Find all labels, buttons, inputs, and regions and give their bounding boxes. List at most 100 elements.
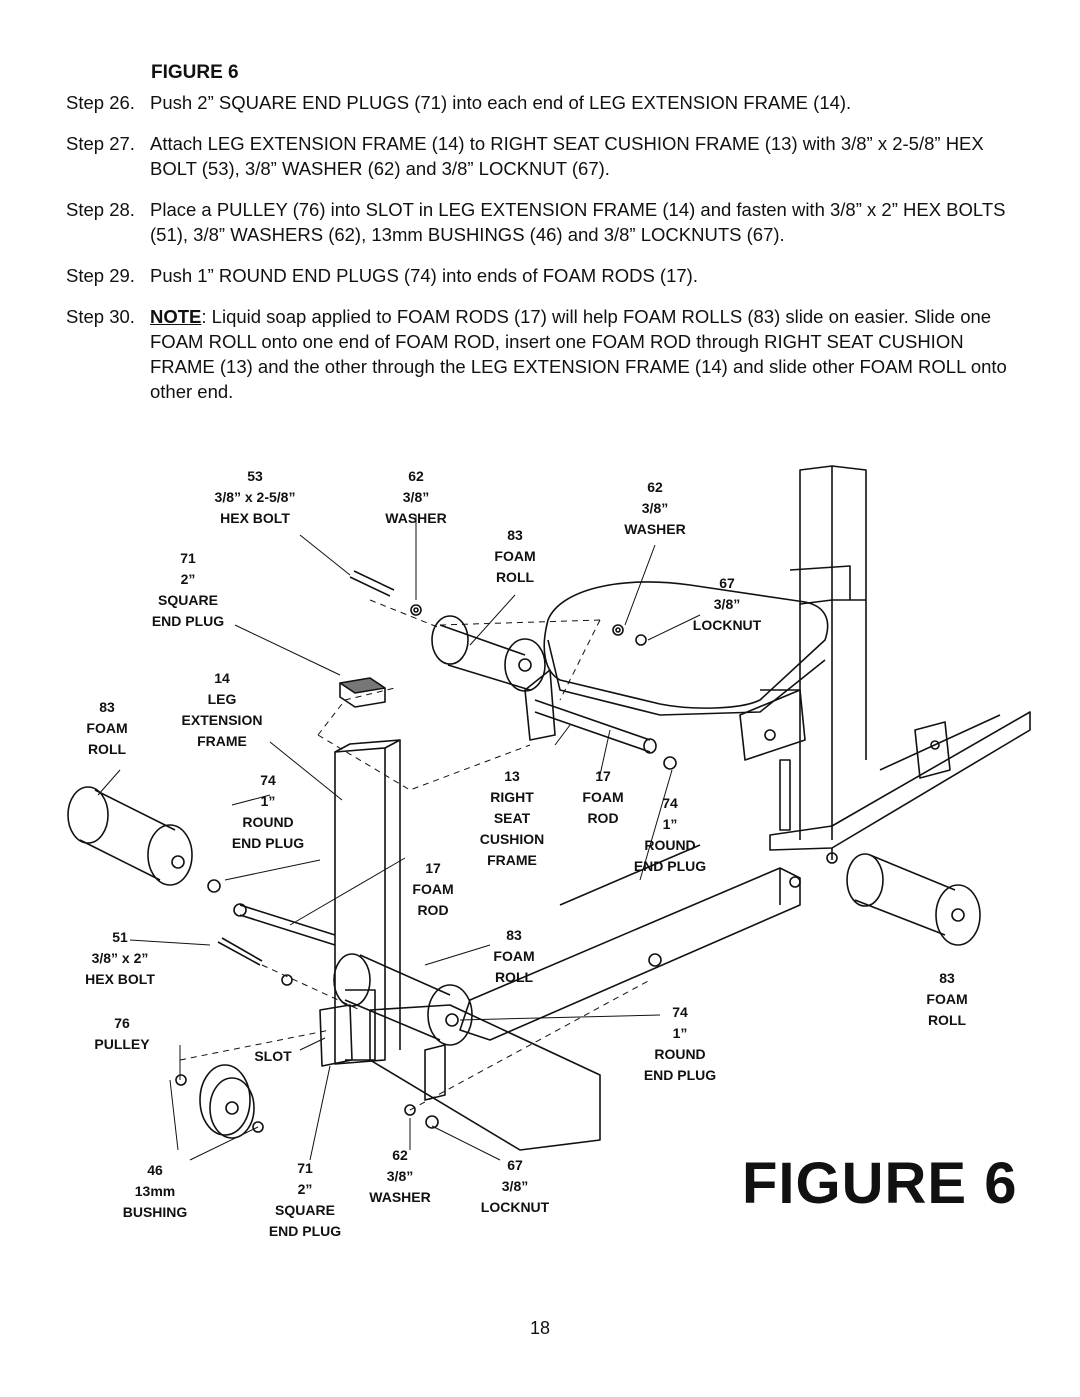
callout-line: FOAM (412, 881, 453, 897)
foam-roll-left (67, 786, 193, 886)
callout-line: END PLUG (232, 835, 304, 851)
callout-line: 17 (425, 860, 441, 876)
assembly-diagram: 533/8” x 2-5/8”HEX BOLT623/8”WASHER623/8… (67, 465, 1031, 1239)
callout-line: ROD (417, 902, 448, 918)
foam-roll-right (846, 853, 981, 946)
step-text: NOTE: Liquid soap applied to FOAM RODS (… (150, 304, 1026, 404)
step-number: Step 29. (66, 265, 135, 286)
callout-line: 2” (298, 1181, 313, 1197)
base-frame (459, 714, 1001, 1041)
callout-line: EXTENSION (182, 712, 263, 728)
callout-line: WASHER (624, 521, 685, 537)
callout-line: FOAM (926, 991, 967, 1007)
foam-roll-top (431, 615, 546, 692)
callout-line: 3/8” (714, 596, 740, 612)
callout-line: 14 (214, 670, 230, 686)
callout-line: 3/8” (387, 1168, 413, 1184)
callout-line: SQUARE (158, 592, 218, 608)
callout-line: 3/8” x 2” (92, 950, 149, 966)
callout-line: 51 (112, 929, 128, 945)
callout-line: FOAM (494, 548, 535, 564)
callout-line: FRAME (197, 733, 247, 749)
callout-line: PULLEY (94, 1036, 150, 1052)
foam-roll-mid (333, 953, 473, 1046)
callout-line: 3/8” (403, 489, 429, 505)
callout-line: END PLUG (152, 613, 224, 629)
step-number: Step 26. (66, 92, 135, 113)
callout-line: 74 (672, 1004, 688, 1020)
callout-line: 83 (939, 970, 955, 986)
seat-frame-brackets (524, 669, 806, 761)
callout-line: SEAT (494, 810, 531, 826)
leader-lines (97, 515, 701, 1161)
alignment-dashes (179, 599, 651, 1111)
callout-line: ROLL (88, 741, 127, 757)
callout-line: 3/8” x 2-5/8” (215, 489, 296, 505)
callout-line: END PLUG (644, 1067, 716, 1083)
callout-line: END PLUG (269, 1223, 341, 1239)
callout-line: ROLL (928, 1012, 967, 1028)
callout-line: HEX BOLT (220, 510, 290, 526)
callout-line: 13mm (135, 1183, 175, 1199)
callout-line: FRAME (487, 852, 537, 868)
callout-line: LOCKNUT (481, 1199, 550, 1215)
callout-line: FOAM (86, 720, 127, 736)
callout-line: HEX BOLT (85, 971, 155, 987)
figure-caption: FIGURE 6 (742, 1151, 1018, 1216)
step-27: Step 27. Attach LEG EXTENSION FRAME (14)… (66, 131, 1026, 181)
step-number: Step 28. (66, 199, 135, 220)
callout-line: END PLUG (634, 858, 706, 874)
step-text: Place a PULLEY (76) into SLOT in LEG EXT… (150, 199, 1006, 245)
callout-line: 71 (297, 1160, 313, 1176)
callout-line: 67 (719, 575, 735, 591)
step-text: Push 1” ROUND END PLUGS (74) into ends o… (150, 265, 698, 286)
callout-line: 1” (261, 793, 276, 809)
step-number: Step 30. (66, 306, 135, 327)
callout-line: 62 (392, 1147, 408, 1163)
callout-locknut-67-bottom: 67 3/8” LOCKNUT (481, 1157, 550, 1215)
callout-line: 62 (647, 479, 663, 495)
callout-line: 67 (507, 1157, 523, 1173)
leg-extension-frame (319, 739, 401, 1067)
callout-line: LOCKNUT (693, 617, 762, 633)
step-28: Step 28. Place a PULLEY (76) into SLOT i… (66, 197, 1026, 247)
step-26: Step 26. Push 2” SQUARE END PLUGS (71) i… (66, 90, 1026, 115)
seat-cushion (543, 581, 829, 716)
side-bracket (914, 721, 951, 779)
callout-line: CUSHION (480, 831, 545, 847)
callout-line: LEG (208, 691, 237, 707)
callout-line: 3/8” (642, 500, 668, 516)
callout-line: ROUND (242, 814, 293, 830)
callout-line: 74 (662, 795, 678, 811)
callout-line: 3/8” (502, 1178, 528, 1194)
callout-line: BUSHING (123, 1204, 188, 1220)
callout-line: FOAM (493, 948, 534, 964)
hardware (175, 570, 677, 1133)
step-29: Step 29. Push 1” ROUND END PLUGS (74) in… (66, 263, 1026, 288)
callout-line: ROD (587, 810, 618, 826)
callout-line: RIGHT (490, 789, 534, 805)
step-text: Push 2” SQUARE END PLUGS (71) into each … (150, 92, 852, 113)
callout-line: 83 (99, 699, 115, 715)
callout-line: ROLL (495, 969, 534, 985)
upright-tower (769, 465, 1031, 860)
callout-line: 13 (504, 768, 520, 784)
step-text: Attach LEG EXTENSION FRAME (14) to RIGHT… (150, 133, 984, 179)
figure-heading: FIGURE 6 (151, 62, 239, 83)
callout-line: 1” (663, 816, 678, 832)
callout-line: ROLL (496, 569, 535, 585)
callout-line: 17 (595, 768, 611, 784)
